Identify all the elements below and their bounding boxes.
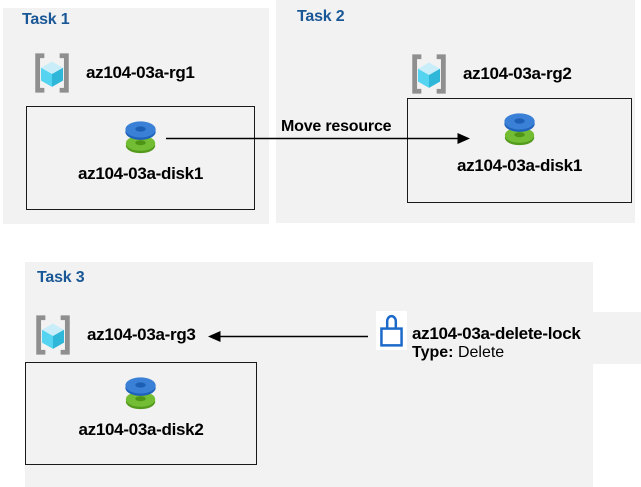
lock-icon-box xyxy=(376,311,407,350)
task2-panel xyxy=(276,0,635,223)
lock-type-line: Type: Delete xyxy=(412,344,581,362)
resource-group-name: az104-03a-rg2 xyxy=(463,64,572,83)
task1-resource-group: az104-03a-rg1 xyxy=(30,51,195,95)
task2-resource-box: az104-03a-disk1 xyxy=(407,98,632,203)
task3-title: Task 3 xyxy=(37,269,85,286)
managed-disk-icon xyxy=(125,377,156,410)
resource-group-icon xyxy=(412,54,446,94)
managed-disk-icon xyxy=(124,121,156,154)
resource-name: az104-03a-disk1 xyxy=(457,156,582,175)
lock-type-label: Type: xyxy=(412,344,454,361)
lock-callout-text: az104-03a-delete-lock Type: Delete xyxy=(412,324,581,362)
resource-group-name: az104-03a-rg3 xyxy=(87,325,196,344)
task2-title: Task 2 xyxy=(297,8,345,25)
resource-name: az104-03a-disk2 xyxy=(78,420,204,439)
lock-icon xyxy=(380,314,403,347)
task1-title: Task 1 xyxy=(22,11,70,28)
move-resource-label: Move resource xyxy=(281,118,392,135)
resource-group-name: az104-03a-rg1 xyxy=(86,63,195,82)
lock-callout-background xyxy=(380,312,641,364)
lock-name: az104-03a-delete-lock xyxy=(412,324,581,343)
task2-resource-group: az104-03a-rg2 xyxy=(407,52,572,96)
task1-panel xyxy=(3,8,269,224)
resource-group-icon xyxy=(36,315,70,355)
managed-disk-icon xyxy=(503,113,535,146)
task3-resource-group: az104-03a-rg3 xyxy=(31,313,196,357)
lock-type-value: Delete xyxy=(457,344,505,361)
resource-group-icon xyxy=(35,53,69,93)
task3-panel xyxy=(25,262,593,487)
resource-name: az104-03a-disk1 xyxy=(78,164,203,183)
task3-resource-box: az104-03a-disk2 xyxy=(25,362,257,465)
task1-resource-box: az104-03a-disk1 xyxy=(26,106,255,210)
